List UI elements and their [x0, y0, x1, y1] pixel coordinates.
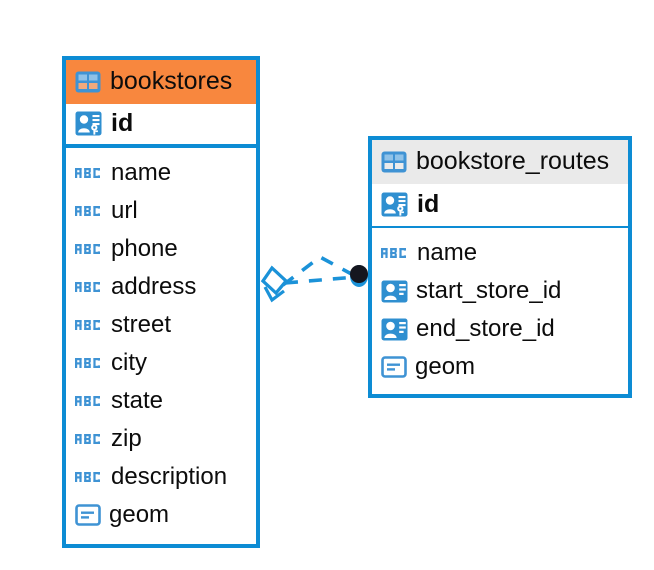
field-label: zip — [111, 425, 142, 452]
abc-text-icon — [75, 166, 103, 180]
field-label: name — [111, 159, 172, 186]
field-label: city — [111, 349, 147, 376]
entity-header-bookstores[interactable]: bookstores — [66, 60, 256, 104]
field-label: address — [111, 273, 197, 300]
foreign-key-icon — [381, 280, 408, 303]
field-row-street[interactable]: street — [66, 306, 256, 344]
abc-text-icon — [75, 432, 103, 446]
primary-key-icon — [381, 192, 408, 217]
primary-key-row-bookstore-routes[interactable]: id — [372, 184, 628, 228]
primary-key-row-bookstores[interactable]: id — [66, 104, 256, 148]
field-row-geom[interactable]: geom — [66, 496, 256, 534]
entity-name-label: bookstores — [110, 67, 233, 95]
field-row-phone[interactable]: phone — [66, 230, 256, 268]
field-list-bookstores: name — [66, 148, 256, 541]
field-row-url[interactable]: url — [66, 192, 256, 230]
field-row-name[interactable]: name — [66, 154, 256, 192]
abc-text-icon — [75, 242, 103, 256]
table-icon — [75, 71, 101, 93]
field-row-zip[interactable]: zip — [66, 420, 256, 458]
filled-circle-marker — [350, 265, 368, 287]
entity-table-bookstore-routes[interactable]: bookstore_routes id — [368, 136, 632, 398]
field-label: start_store_id — [416, 277, 562, 304]
field-row-address[interactable]: address — [66, 268, 256, 306]
primary-key-label: id — [417, 189, 440, 218]
abc-text-icon — [381, 246, 409, 260]
field-label: geom — [415, 353, 476, 380]
abc-text-icon — [75, 318, 103, 332]
field-label: name — [417, 239, 478, 266]
field-list-bookstore-routes: name start_store_id — [372, 228, 628, 393]
geometry-icon — [381, 356, 407, 378]
field-label: state — [111, 387, 164, 414]
abc-text-icon — [75, 280, 103, 294]
field-row-end-store-id[interactable]: end_store_id — [372, 310, 628, 348]
entity-table-bookstores[interactable]: bookstores id — [62, 56, 260, 548]
field-row-description[interactable]: description — [66, 458, 256, 496]
abc-text-icon — [75, 204, 103, 218]
abc-text-icon — [75, 470, 103, 484]
field-row-name[interactable]: name — [372, 234, 628, 272]
primary-key-label: id — [111, 108, 134, 137]
entity-header-bookstore-routes[interactable]: bookstore_routes — [372, 140, 628, 184]
geometry-icon — [75, 504, 101, 526]
abc-text-icon — [75, 356, 103, 370]
table-icon — [381, 151, 407, 173]
field-row-state[interactable]: state — [66, 382, 256, 420]
field-label: geom — [109, 501, 170, 528]
polygon-handle-marker — [260, 265, 289, 303]
field-row-geom[interactable]: geom — [372, 348, 628, 386]
field-label: phone — [111, 235, 178, 262]
field-label: end_store_id — [416, 315, 555, 342]
entity-name-label: bookstore_routes — [416, 147, 610, 175]
field-label: url — [111, 197, 138, 224]
field-label: description — [111, 463, 228, 490]
field-label: street — [111, 311, 172, 338]
field-row-start-store-id[interactable]: start_store_id — [372, 272, 628, 310]
primary-key-icon — [75, 111, 102, 136]
field-row-city[interactable]: city — [66, 344, 256, 382]
abc-text-icon — [75, 394, 103, 408]
foreign-key-icon — [381, 318, 408, 341]
